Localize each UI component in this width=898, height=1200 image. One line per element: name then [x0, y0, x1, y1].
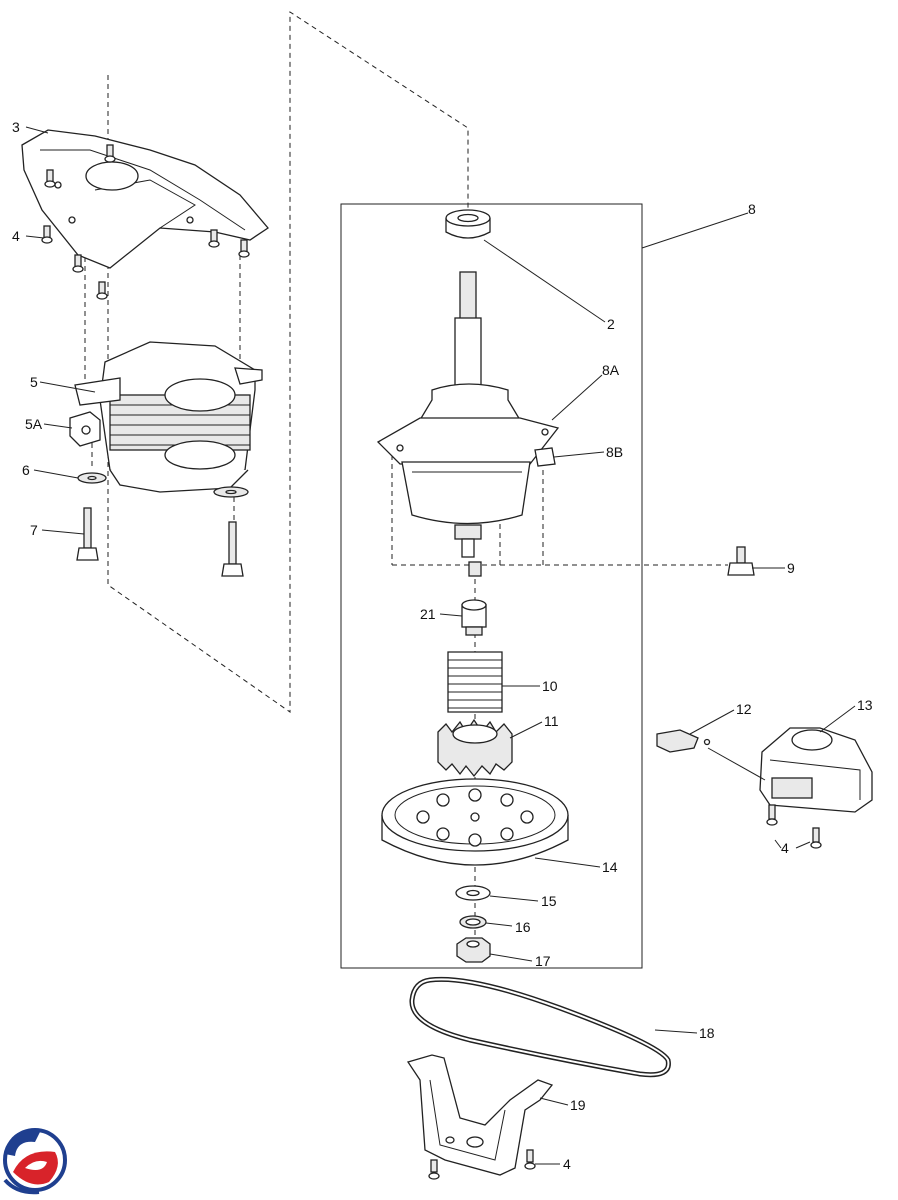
callout-17: 17	[535, 953, 551, 969]
callout-19: 19	[570, 1097, 586, 1113]
callout-13: 13	[857, 697, 873, 713]
callout-7: 7	[30, 522, 38, 538]
clutch-spring	[447, 651, 503, 713]
bracket-screws	[428, 1149, 536, 1180]
callout-15: 15	[541, 893, 557, 909]
callout-21: 21	[420, 606, 436, 622]
callout-8b: 8B	[606, 444, 623, 460]
brand-logo-icon	[3, 1128, 67, 1195]
callout-12: 12	[736, 701, 752, 717]
assembly-box	[340, 203, 643, 969]
callout-9: 9	[787, 560, 795, 576]
washer	[455, 885, 491, 901]
leader-lines	[25, 126, 856, 1165]
shift-actuator	[759, 727, 873, 813]
callout-6: 6	[22, 462, 30, 478]
callout-4-plate: 4	[12, 228, 20, 244]
actuator-screws	[766, 804, 822, 849]
callout-8: 8	[748, 201, 756, 217]
callout-8a: 8A	[602, 362, 620, 378]
callout-18: 18	[699, 1025, 715, 1041]
motor	[74, 341, 263, 493]
mounting-bracket	[406, 1054, 554, 1176]
bushing	[445, 209, 491, 239]
coupler	[461, 599, 487, 636]
callout-14: 14	[602, 859, 618, 875]
assembly-bolt	[727, 546, 755, 576]
assembly-dashed-lines	[84, 11, 728, 965]
drive-belt	[409, 976, 671, 1078]
callout-16: 16	[515, 919, 531, 935]
callout-2: 2	[607, 316, 615, 332]
transmission-clip	[534, 447, 556, 467]
motor-washers	[77, 472, 249, 498]
drive-gear	[437, 718, 513, 778]
callout-4-actuator: 4	[781, 840, 789, 856]
callout-4-bracket: 4	[563, 1156, 571, 1172]
plate-screws	[41, 144, 250, 300]
motor-bracket	[69, 411, 101, 447]
nut	[456, 937, 491, 963]
top-mounting-plate	[21, 129, 269, 269]
callout-labels: 3 4 5 5A 6 7 8 2 8A 8B 9 21 10 11 12 13 …	[12, 119, 873, 1172]
transmission	[376, 271, 560, 558]
connector	[656, 729, 711, 753]
callout-11: 11	[544, 713, 559, 729]
callout-3: 3	[12, 119, 20, 135]
callout-5a: 5A	[25, 416, 43, 432]
drive-pulley	[381, 778, 569, 866]
lock-washer	[459, 915, 487, 929]
callout-5: 5	[30, 374, 38, 390]
motor-bolts	[76, 507, 244, 577]
shaft-spring	[468, 561, 482, 577]
callout-10: 10	[542, 678, 558, 694]
